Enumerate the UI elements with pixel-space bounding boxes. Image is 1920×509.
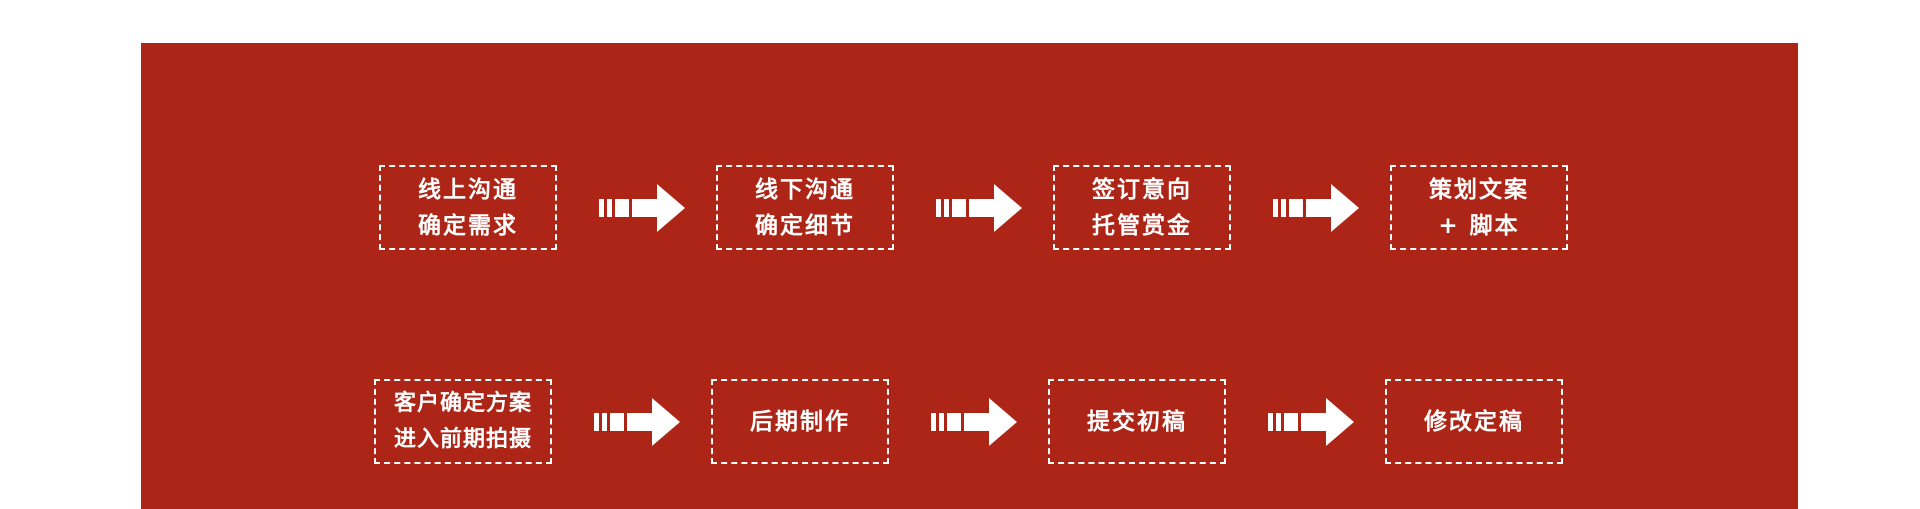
flow-row-2: 客户确定方案 进入前期拍摄 后期制作 提交初稿 (374, 379, 1563, 464)
step-box-submit-draft: 提交初稿 (1048, 379, 1226, 464)
step-line: 后期制作 (750, 408, 850, 435)
step-line: 进入前期拍摄 (393, 426, 532, 452)
process-panel: 线上沟通 确定需求 线下沟通 确定细节 签订意向 托管赏金 (141, 43, 1798, 509)
step-line: 策划文案 (1429, 176, 1529, 203)
step-box-post-production: 后期制作 (711, 379, 889, 464)
dashed-right-arrow-icon (594, 397, 680, 446)
step-line: 客户确定方案 (393, 390, 532, 416)
step-line: 签订意向 (1092, 176, 1192, 203)
step-box-confirm-plan: 客户确定方案 进入前期拍摄 (374, 379, 552, 464)
step-line: + 脚本 (1438, 212, 1520, 239)
step-line: 托管赏金 (1092, 212, 1192, 239)
step-box-planning-script: 策划文案 + 脚本 (1390, 165, 1568, 250)
step-line: 确定细节 (755, 212, 855, 239)
step-line: 线下沟通 (755, 176, 855, 203)
flow-row-1: 线上沟通 确定需求 线下沟通 确定细节 签订意向 托管赏金 (379, 165, 1568, 250)
dashed-right-arrow-icon (1268, 397, 1354, 446)
step-box-revise-final: 修改定稿 (1385, 379, 1563, 464)
dashed-right-arrow-icon (936, 183, 1022, 232)
dashed-right-arrow-icon (931, 397, 1017, 446)
step-line: 修改定稿 (1424, 408, 1524, 435)
step-line: 确定需求 (418, 212, 518, 239)
step-line: 线上沟通 (418, 176, 518, 203)
step-box-online-communication: 线上沟通 确定需求 (379, 165, 557, 250)
dashed-right-arrow-icon (1273, 183, 1359, 232)
step-box-offline-communication: 线下沟通 确定细节 (716, 165, 894, 250)
step-line: 提交初稿 (1087, 408, 1187, 435)
dashed-right-arrow-icon (599, 183, 685, 232)
step-box-sign-agreement: 签订意向 托管赏金 (1053, 165, 1231, 250)
